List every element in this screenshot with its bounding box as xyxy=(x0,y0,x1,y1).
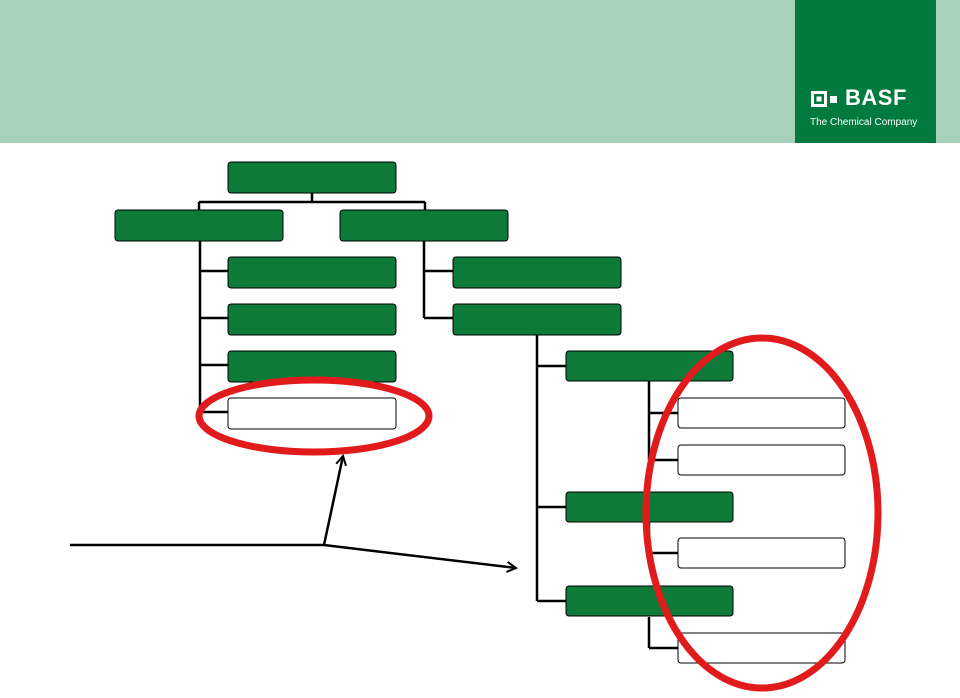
org-box-sub-group-3 xyxy=(565,585,734,617)
org-box-sub-group-1-item-1 xyxy=(677,397,846,429)
org-box-sub-group-3-item-1 xyxy=(677,632,846,664)
logo-tagline: The Chemical Company xyxy=(810,117,918,128)
highlight-marks xyxy=(195,334,882,692)
org-box-right-child-2 xyxy=(452,303,622,336)
basf-logo: BASF The Chemical Company xyxy=(795,0,936,143)
org-box-root xyxy=(227,161,397,194)
callout-pointer xyxy=(70,456,516,568)
org-box-right-child-1 xyxy=(452,256,622,289)
callout-arrow-up xyxy=(322,456,343,546)
logo-wordmark: BASF xyxy=(845,85,907,110)
org-box-sub-group-2-item-1 xyxy=(677,537,846,569)
org-box-left-child-1 xyxy=(227,256,397,289)
org-box-left-child-4 xyxy=(227,397,397,430)
org-box-sub-group-1-item-2 xyxy=(677,444,846,476)
org-boxes xyxy=(114,161,846,664)
org-box-left-branch xyxy=(114,209,284,242)
org-box-left-child-2 xyxy=(227,303,397,336)
highlight-ellipse-left xyxy=(195,376,433,456)
org-box-right-branch xyxy=(339,209,509,242)
callout-arrow-right xyxy=(323,543,516,568)
highlight-ellipse-right xyxy=(642,334,882,692)
logo-squares-icon xyxy=(811,91,837,107)
